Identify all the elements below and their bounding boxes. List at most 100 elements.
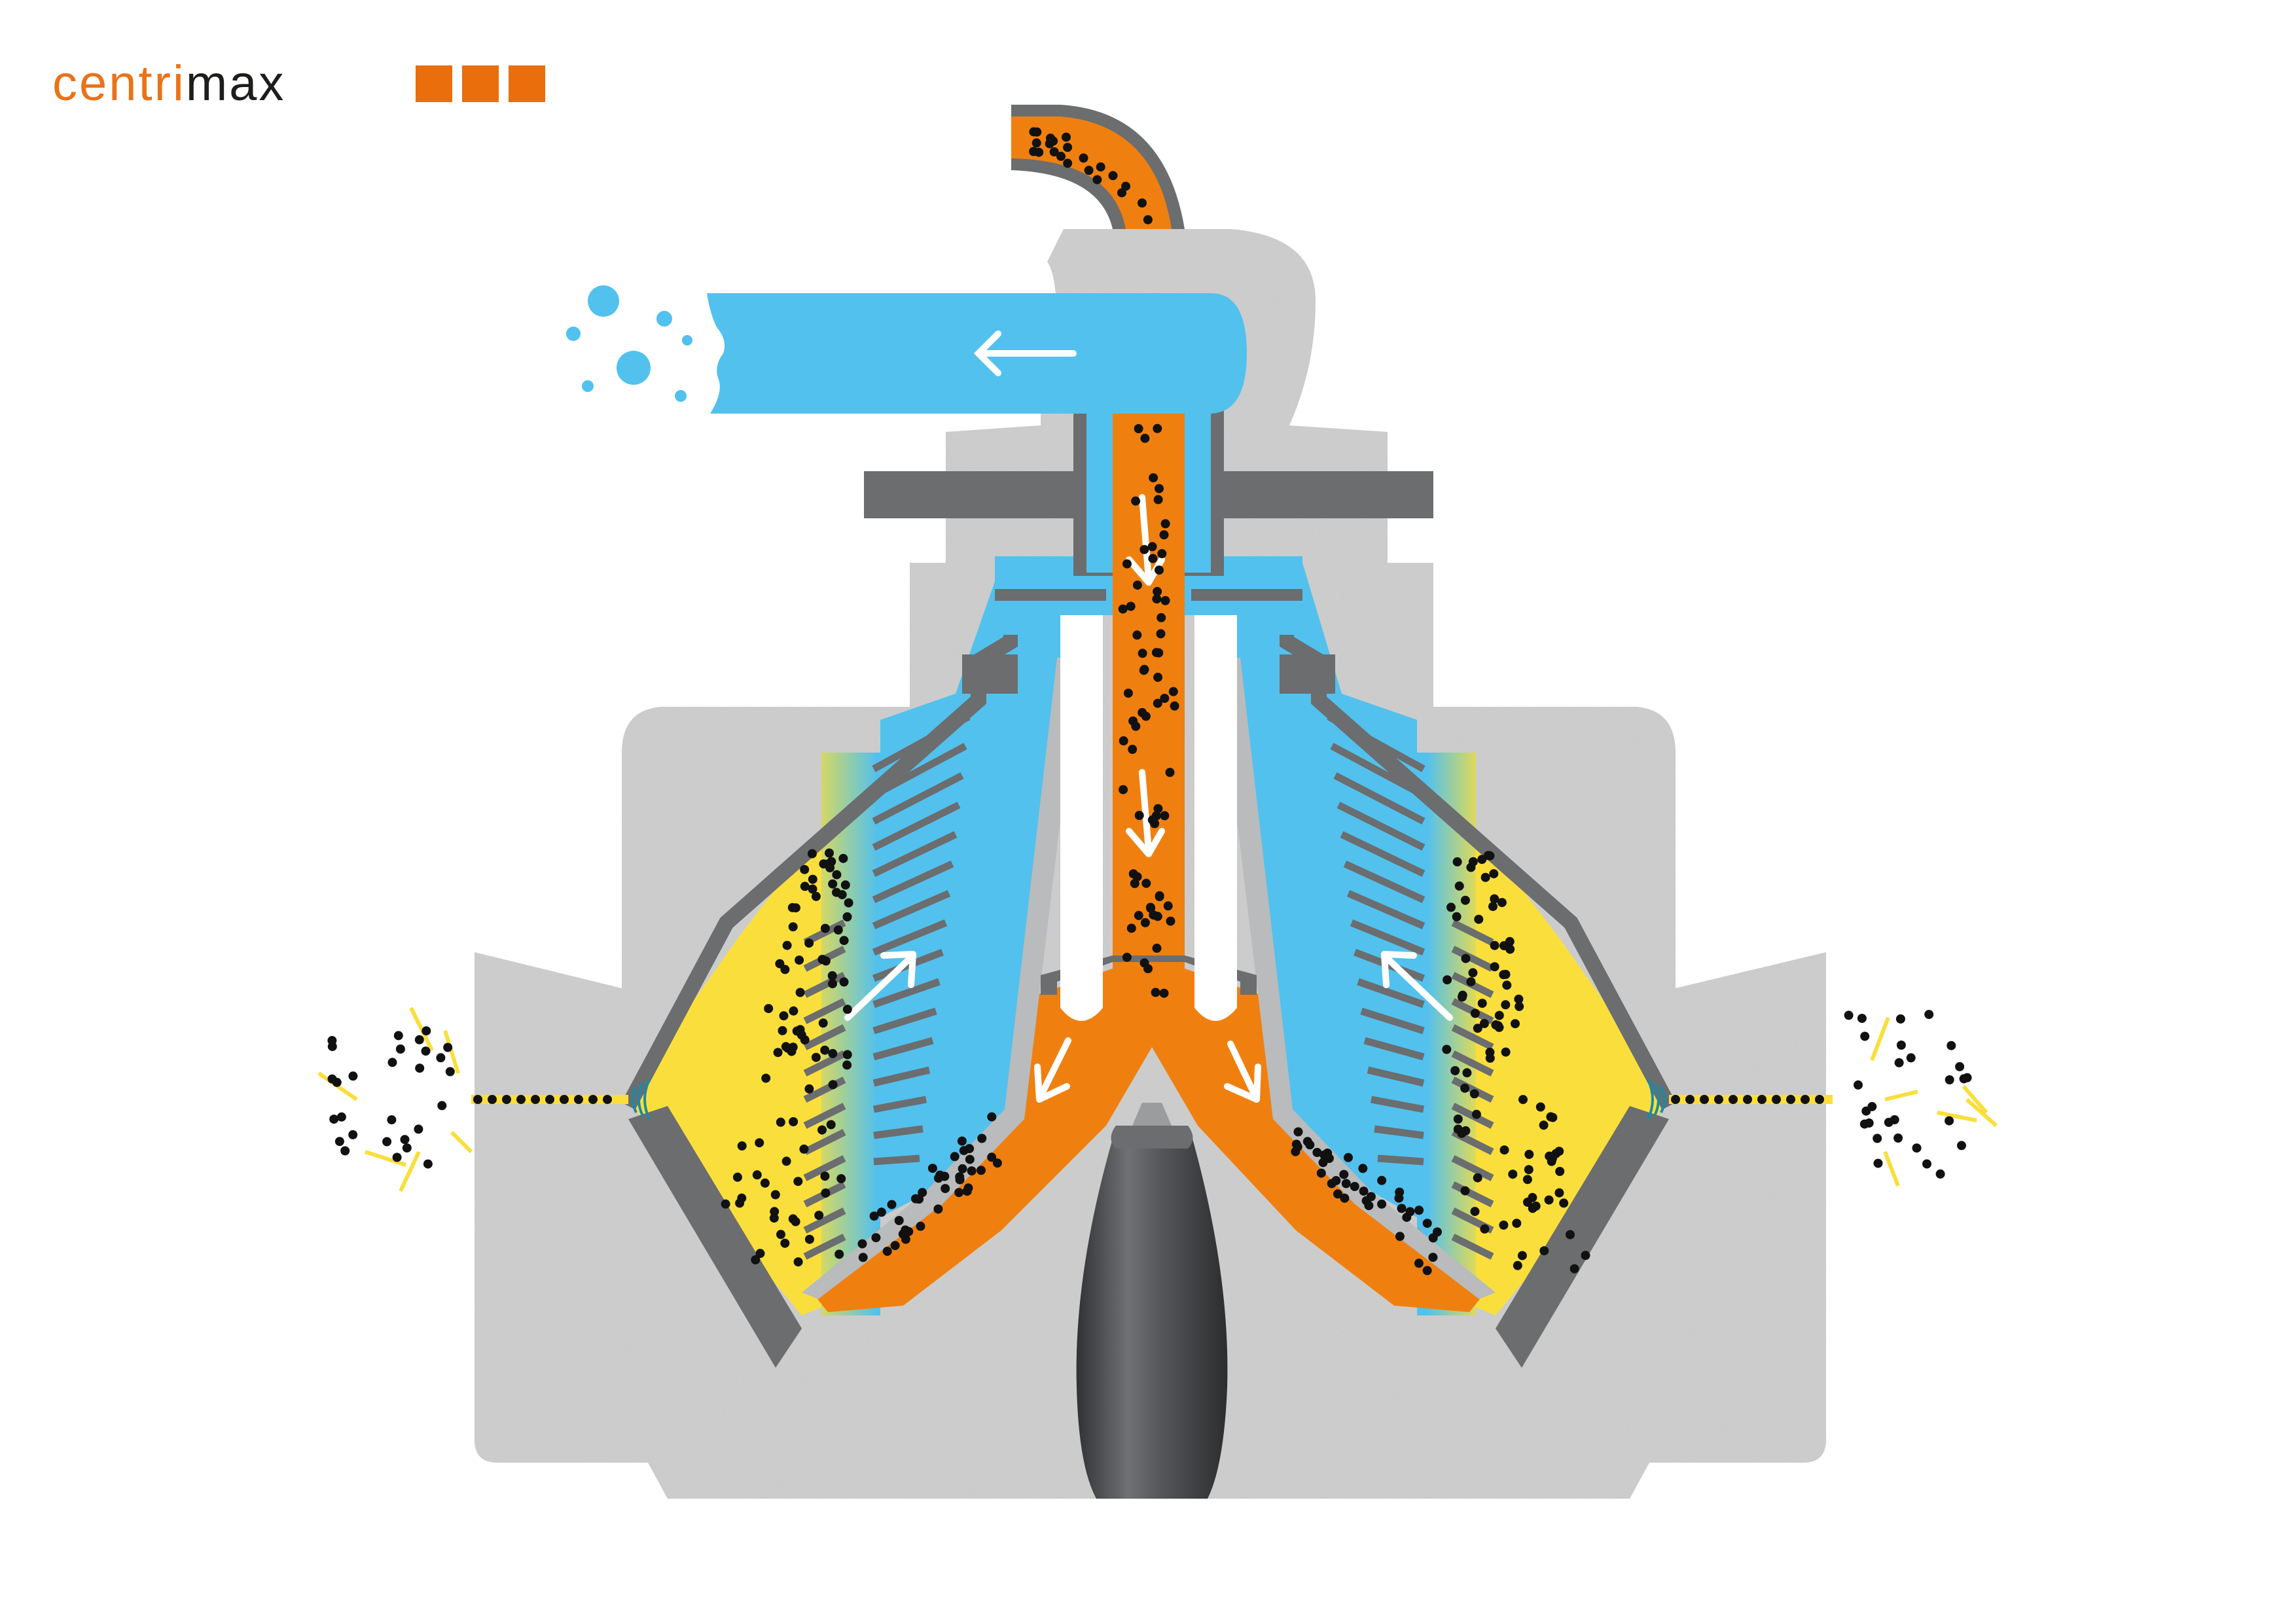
particle: [1499, 1145, 1509, 1155]
particle: [1743, 1095, 1752, 1104]
particle: [1364, 1201, 1374, 1211]
particle: [1539, 1120, 1549, 1130]
particle: [423, 1159, 433, 1169]
particle: [1151, 988, 1160, 997]
particle: [825, 848, 834, 858]
particle: [781, 1042, 791, 1052]
particle: [387, 1058, 397, 1067]
particle: [804, 1234, 814, 1244]
particle: [1502, 980, 1512, 990]
particle: [1293, 1127, 1303, 1137]
particle: [1446, 902, 1456, 912]
particle: [1461, 954, 1471, 963]
particle: [1422, 1266, 1432, 1275]
particle: [1062, 132, 1071, 142]
particle: [1473, 1024, 1482, 1033]
particle: [940, 1171, 950, 1181]
particle: [1063, 143, 1073, 152]
particle: [1395, 1187, 1405, 1197]
nozzle-rings-right: [1647, 1079, 1666, 1120]
particle: [1063, 158, 1073, 168]
centrimax-logo: centrimax: [52, 56, 545, 111]
particle: [1358, 1164, 1368, 1173]
particle: [1395, 1232, 1405, 1241]
particle: [415, 1063, 425, 1073]
particle: [755, 1138, 764, 1148]
particle: [329, 1115, 339, 1124]
particle: [1397, 1204, 1407, 1213]
particle: [1327, 1179, 1336, 1188]
particle: [1906, 1053, 1916, 1063]
particle: [1566, 1230, 1575, 1240]
particle: [1159, 530, 1169, 540]
outlet-chamber: [995, 556, 1113, 654]
particle: [1460, 895, 1470, 905]
outlet-chamber-right: [1185, 556, 1302, 654]
particle: [788, 922, 798, 932]
particle: [773, 1048, 783, 1058]
logo-word-max: max: [185, 56, 286, 111]
particle: [1359, 1186, 1369, 1196]
particle: [1147, 542, 1157, 552]
particle: [959, 1146, 969, 1156]
flow-down-arrow-icon: [1034, 494, 1261, 1103]
particle: [1460, 1083, 1470, 1093]
particle: [1946, 1041, 1956, 1050]
particle: [770, 1207, 780, 1217]
particle: [1471, 1109, 1481, 1119]
particle: [751, 1255, 761, 1264]
particle: [1160, 596, 1170, 605]
discharge-spray-right: [1870, 1016, 1998, 1187]
particle: [1700, 1095, 1709, 1104]
particle: [1160, 694, 1170, 704]
particle: [332, 1077, 342, 1087]
particle: [808, 874, 817, 884]
particle: [1786, 1095, 1795, 1104]
particle: [1497, 898, 1507, 908]
particle: [858, 1253, 868, 1262]
particle: [1049, 147, 1059, 156]
particle: [1163, 901, 1173, 911]
particle: [1153, 495, 1163, 505]
spindle-cap: [1111, 1126, 1193, 1149]
particle: [957, 1136, 967, 1146]
particle: [821, 1188, 831, 1198]
particle: [1123, 688, 1133, 698]
particle: [1554, 1188, 1564, 1198]
particle: [1152, 943, 1162, 953]
particle: [838, 853, 848, 863]
particle: [1505, 944, 1515, 954]
particle: [1539, 1246, 1549, 1256]
particle: [1554, 1147, 1564, 1156]
particle: [793, 1257, 803, 1267]
particle: [1469, 1089, 1479, 1099]
particle: [402, 1143, 412, 1153]
particle: [1714, 1095, 1723, 1104]
particle: [788, 1043, 798, 1052]
particle: [1453, 1115, 1463, 1124]
particle: [1873, 1133, 1882, 1143]
particle: [1291, 1147, 1300, 1156]
particle: [844, 898, 853, 908]
particle: [1143, 215, 1153, 224]
flow-diagonal-arrow-icon: [844, 951, 1453, 1021]
particle: [800, 865, 810, 874]
particle: [1344, 1152, 1353, 1162]
particle: [1501, 969, 1511, 979]
particle: [443, 1043, 453, 1052]
logo-square: [462, 65, 499, 102]
particle: [1477, 999, 1487, 1008]
particle: [1302, 1137, 1312, 1147]
particle: [1414, 1205, 1424, 1215]
particle: [791, 903, 800, 913]
particle: [721, 1199, 730, 1209]
bowl-shoulder-right: [1280, 654, 1335, 694]
particle: [1757, 1095, 1767, 1104]
particle: [1341, 1179, 1351, 1188]
particle: [1131, 721, 1141, 731]
particle: [516, 1095, 526, 1104]
particle: [1545, 1151, 1554, 1161]
particle: [531, 1095, 540, 1104]
particle: [732, 1172, 742, 1182]
particle: [1893, 1133, 1903, 1143]
